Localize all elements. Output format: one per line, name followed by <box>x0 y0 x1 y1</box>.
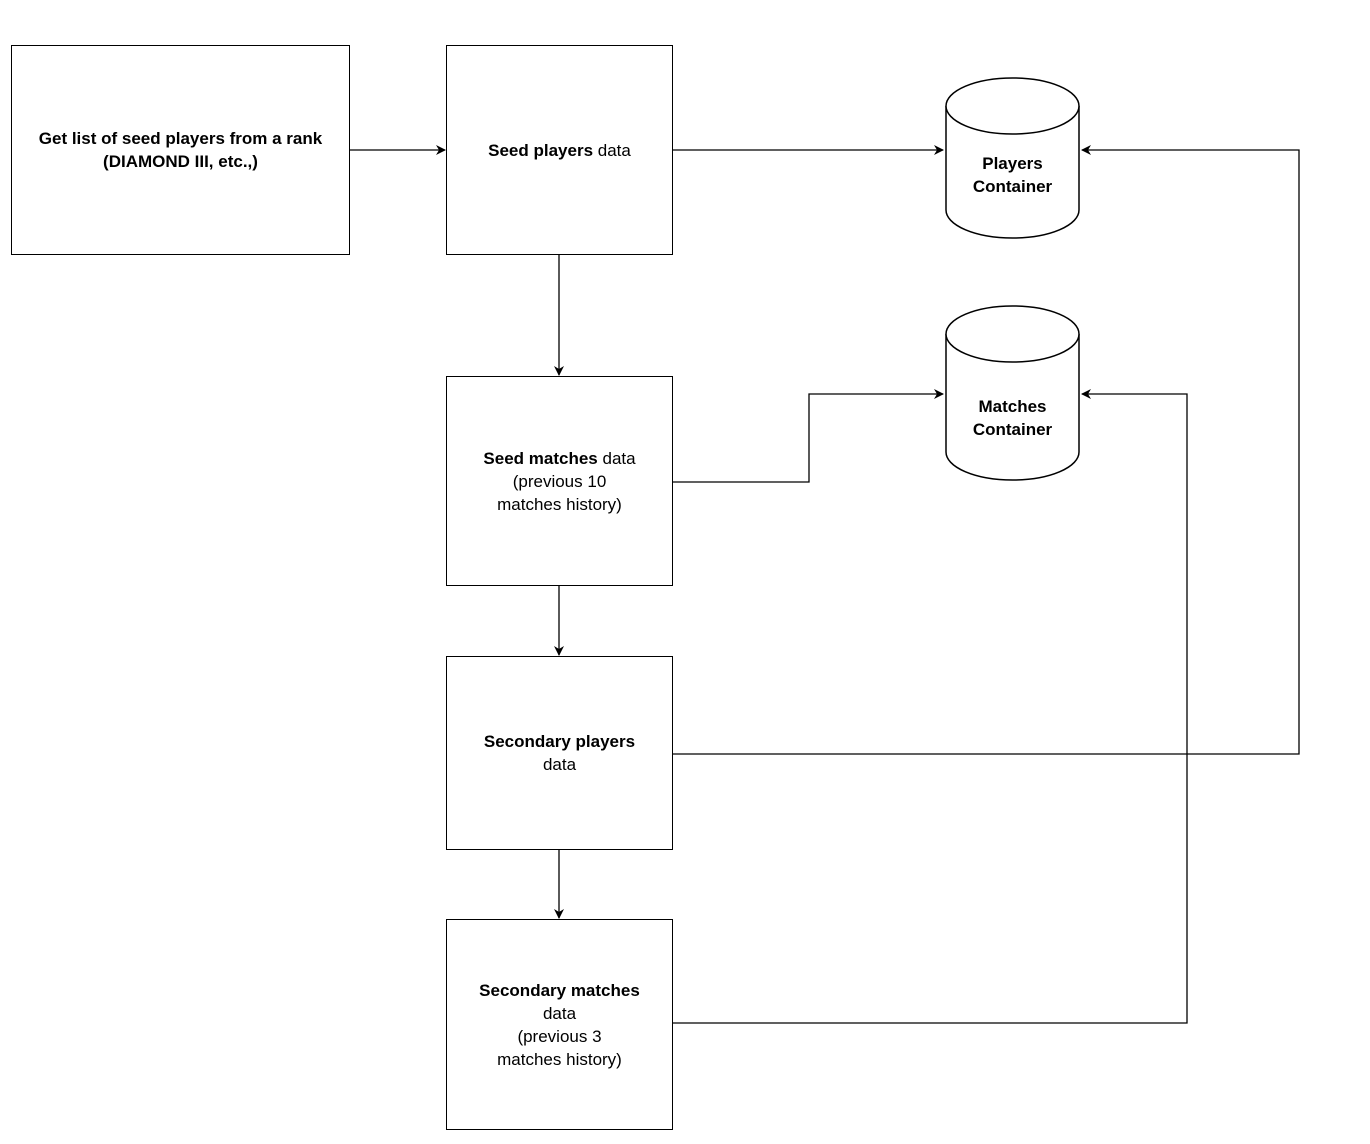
seed-matches-line3: matches history) <box>497 494 622 514</box>
players-container-label: Players Container <box>946 140 1079 210</box>
seed-matches-label: Seed matches data (previous 10 matches h… <box>479 447 639 516</box>
secondary-players-line2: data <box>542 755 577 774</box>
secondary-matches-label-bold: Secondary matches <box>479 980 640 1000</box>
seed-players-label-bold: Seed players <box>488 140 594 160</box>
secondary-matches-label: Secondary matches data (previous 3 match… <box>475 979 644 1071</box>
seed-matches-label-bold: Seed matches <box>483 448 598 468</box>
rank-source-line1: Get list of seed players from a rank <box>38 129 323 148</box>
rank-source-line2: (DIAMOND III, etc.,) <box>103 152 258 171</box>
matches-container-cylinder <box>945 305 1080 481</box>
secondary-matches-line2: data <box>542 1003 577 1023</box>
seed-matches-line2: (previous 10 <box>512 471 607 491</box>
players-container-line2: Container <box>972 177 1053 196</box>
secondary-matches-line4: matches history) <box>497 1049 622 1069</box>
matches-container-line2: Container <box>972 420 1053 439</box>
players-container-line1: Players <box>982 154 1043 173</box>
matches-container-line1: Matches <box>978 397 1047 416</box>
rank-source-label: Get list of seed players from a rank (DI… <box>35 127 326 173</box>
seed-matches-label-rest: data <box>597 448 636 468</box>
matches-container-label: Matches Container <box>946 383 1079 453</box>
rank-source-node: Get list of seed players from a rank (DI… <box>11 45 350 255</box>
edge-secondary-players-to-players-container <box>672 145 1300 755</box>
seed-players-label-rest: data <box>593 140 631 160</box>
secondary-players-node: Secondary players data <box>446 656 673 850</box>
edge-secondary-matches-to-matches-container <box>672 389 1188 1024</box>
secondary-matches-line3: (previous 3 <box>517 1026 602 1046</box>
seed-matches-node: Seed matches data (previous 10 matches h… <box>446 376 673 586</box>
edge-seed-matches-to-matches-container <box>672 389 944 483</box>
seed-players-label: Seed players data <box>484 139 635 162</box>
secondary-matches-node: Secondary matches data (previous 3 match… <box>446 919 673 1130</box>
secondary-players-label-bold: Secondary players <box>483 732 636 751</box>
secondary-players-label: Secondary players data <box>480 730 639 776</box>
players-container-cylinder <box>945 77 1080 239</box>
seed-players-node: Seed players data <box>446 45 673 255</box>
